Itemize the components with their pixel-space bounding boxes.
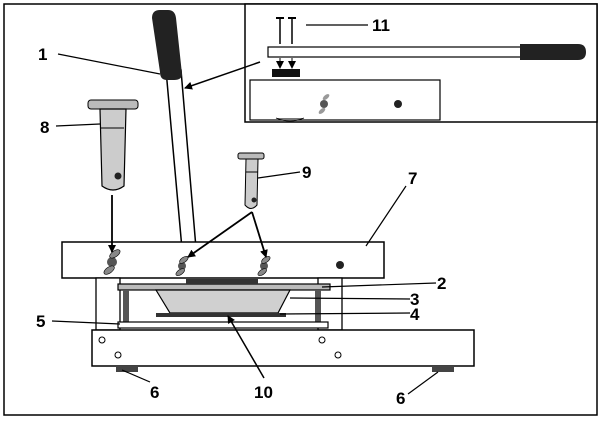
lever-grip <box>152 10 182 80</box>
t-bolt-large <box>87 99 139 191</box>
lower-plate <box>156 313 286 317</box>
left-post <box>95 277 121 331</box>
right-foot <box>432 366 454 372</box>
mold-tray <box>154 289 291 314</box>
inset-base <box>249 79 441 121</box>
callout-6-right: 6 <box>396 389 405 408</box>
callout-6-left: 6 <box>150 383 159 402</box>
callout-5: 5 <box>36 312 45 331</box>
wing-nut-left <box>103 249 121 275</box>
callout-2: 2 <box>437 274 446 293</box>
inset-handle-grip <box>520 44 586 60</box>
inset-block <box>272 69 300 77</box>
callout-4: 4 <box>410 305 420 324</box>
inset-pins <box>276 17 296 44</box>
press-block <box>186 279 258 284</box>
inset-handle-bar <box>267 46 529 58</box>
lever-handle <box>152 10 197 250</box>
callout-7: 7 <box>408 169 417 188</box>
callout-11: 11 <box>372 16 390 35</box>
springs <box>123 290 321 324</box>
wing-nut-mid <box>175 256 189 276</box>
callout-10: 10 <box>254 383 273 402</box>
left-foot <box>116 366 138 372</box>
callout-3: 3 <box>410 290 419 309</box>
wing-nut-right <box>257 256 271 276</box>
upper-platen <box>117 283 331 291</box>
callout-8: 8 <box>40 118 49 137</box>
callout-1: 1 <box>38 45 47 64</box>
base-frame <box>91 329 475 367</box>
t-bolt-small <box>237 152 265 209</box>
callout-9: 9 <box>302 163 311 182</box>
inset-detail <box>244 3 598 123</box>
leader-lines <box>51 24 439 395</box>
base-plate <box>117 321 329 329</box>
